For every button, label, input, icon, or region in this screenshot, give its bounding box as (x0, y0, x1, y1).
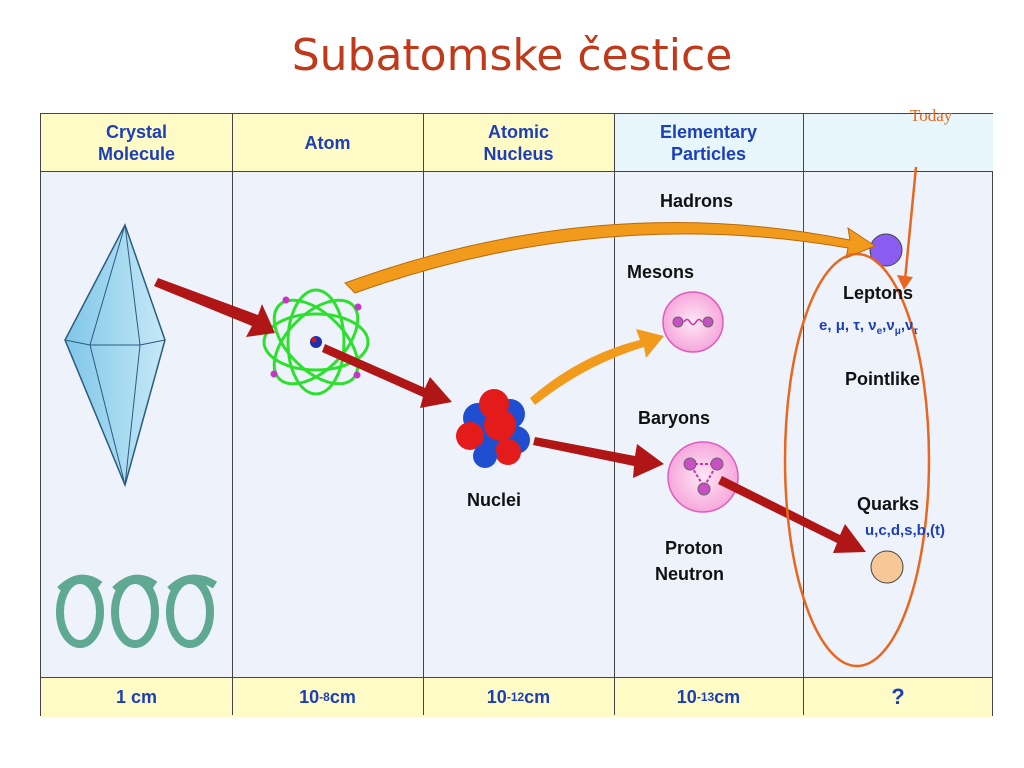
header-bg-atom (232, 114, 423, 172)
label-leptons: Leptons (843, 283, 913, 303)
arrow-baryon-to-quark (718, 476, 866, 553)
header-atom: Atom (304, 133, 351, 153)
column-divider (423, 114, 424, 715)
scale-crystal: 1 cm (115, 686, 158, 707)
molecule-helix-icon (56, 574, 218, 648)
header-bg-elementary (614, 114, 803, 172)
label-hadrons: Hadrons (660, 191, 734, 211)
header-bg-today (803, 114, 993, 172)
label-mesons: Mesons (627, 262, 695, 282)
quark-icon (870, 550, 904, 584)
lepton-icon (869, 233, 903, 267)
label-baryons: Baryons (638, 408, 711, 428)
header-bg-crystal (41, 114, 232, 172)
column-divider (803, 114, 804, 715)
column-divider (614, 114, 615, 715)
scale-unknown: ? (891, 684, 905, 709)
arrow-nucleus-to-baryon (533, 437, 664, 478)
crystal-icon (64, 223, 166, 488)
today-pointer-line (903, 166, 918, 281)
arrow-atom-to-nucleus (322, 344, 452, 408)
quark-list: u,c,d,s,b,(t) (865, 522, 945, 539)
column-divider (232, 114, 233, 715)
nucleus-icon (456, 389, 530, 468)
page-title: Subatomske čestice (291, 30, 733, 81)
baryon-icon (667, 441, 739, 513)
header-bg-nucleus (423, 114, 614, 172)
atom-icon (262, 288, 370, 396)
today-pointer-arrowhead (897, 275, 913, 290)
label-proton: Proton (665, 538, 723, 558)
arrow-atom-to-lepton (344, 222, 877, 294)
label-nuclei: Nuclei (467, 490, 522, 510)
arrow-nucleus-to-meson (530, 329, 664, 405)
label-quarks: Quarks (857, 494, 920, 514)
lepton-symbols: e, μ, τ, νe,νμ,ντ (819, 317, 918, 337)
today-annotation: Today (910, 106, 953, 125)
footer-bg (41, 677, 992, 717)
fundamental-highlight-oval (783, 252, 931, 668)
label-neutron: Neutron (655, 564, 724, 584)
arrow-crystal-to-atom (154, 278, 275, 337)
meson-icon (662, 291, 724, 353)
label-pointlike: Pointlike (845, 369, 921, 389)
